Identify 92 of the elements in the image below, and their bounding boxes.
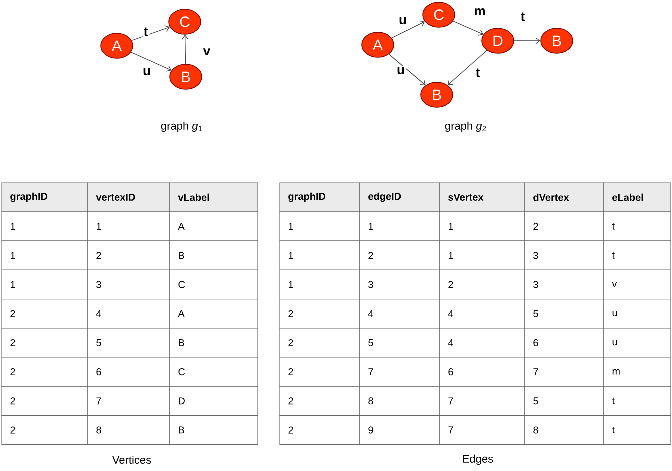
arrow [392, 20, 426, 38]
table-cell: B [170, 328, 258, 358]
table-cell: 7 [524, 357, 604, 387]
table-cell: 1 [2, 240, 88, 270]
header-cell: graphID [2, 182, 88, 212]
table-cell: 1 [88, 212, 170, 242]
table-cell: 1 [360, 212, 440, 242]
table-cell: 1 [2, 270, 88, 300]
table-cell: m [604, 357, 672, 387]
table-cell: 6 [524, 328, 604, 358]
header-cell: vLabel [170, 182, 258, 212]
table-cell: u [604, 299, 672, 329]
table-cell: 2 [280, 386, 360, 416]
arrow [182, 34, 189, 64]
table-cell: 1 [2, 212, 88, 242]
table-cell: 5 [88, 328, 170, 358]
table-cell: t [604, 212, 672, 242]
arrow [388, 54, 426, 86]
table-cell: A [170, 299, 258, 329]
table-cell: 6 [88, 357, 170, 387]
table-cell: D [170, 386, 258, 416]
table-cell: 2 [2, 415, 88, 446]
edge-label: u [142, 68, 152, 76]
table-cell: 1 [280, 270, 360, 300]
table-cell: 3 [524, 240, 604, 270]
table-cell: 8 [524, 415, 604, 446]
header-cell: edgeID [360, 182, 440, 212]
edge-label: u [398, 16, 408, 26]
table-caption: Vertices [112, 456, 152, 464]
table-caption: Edges [463, 454, 494, 466]
header-cell: dVertex [524, 182, 604, 212]
table-cell: 3 [88, 270, 170, 300]
table-cell: A [170, 212, 258, 242]
header-cell: graphID [280, 182, 360, 212]
header-cell: eLabel [604, 182, 672, 212]
table-cell: 2 [280, 328, 360, 358]
table-cell: 7 [88, 386, 170, 416]
table-cell: 1 [280, 240, 360, 270]
table-cell: 7 [440, 386, 526, 416]
table-cell: 5 [524, 299, 604, 329]
table-cell: 1 [440, 212, 526, 242]
table-cell: 2 [2, 299, 88, 329]
arrow [514, 38, 541, 44]
table-cell: 8 [360, 386, 440, 416]
table-cell: v [604, 270, 672, 300]
table-cell: 4 [440, 328, 526, 358]
arrow [130, 52, 172, 72]
table-cell: 5 [360, 328, 440, 358]
table-cell: 5 [524, 386, 604, 416]
table-cell: 1 [280, 212, 360, 242]
edge-label: t [474, 68, 482, 78]
table-cell: 3 [524, 270, 604, 300]
table-cell: 4 [88, 299, 170, 329]
graph-caption: graph g$_{2}$ [445, 122, 486, 132]
table-cell: 4 [360, 299, 440, 329]
table-cell: 7 [360, 357, 440, 387]
arrow [448, 50, 488, 86]
edge-label: u [396, 66, 406, 76]
table-cell: 2 [88, 240, 170, 270]
table-cell: 2 [2, 328, 88, 358]
table-cell: 2 [524, 212, 604, 242]
table-cell: t [604, 240, 672, 270]
table-cell: 9 [360, 415, 440, 446]
table-cell: 4 [440, 299, 526, 329]
table-cell: B [170, 240, 258, 270]
edge-label: m [473, 8, 487, 16]
graph-caption: graph g$_{1}$ [161, 122, 202, 132]
table-cell: 6 [440, 357, 526, 387]
edge-label: t [520, 12, 526, 22]
table-cell: 2 [2, 357, 88, 387]
table-cell: 2 [280, 299, 360, 329]
table-cell: t [604, 415, 672, 446]
table-cell: B [170, 415, 258, 446]
arrow [452, 20, 484, 36]
table-cell: 2 [360, 240, 440, 270]
table-cell: t [604, 386, 672, 416]
edge-label: t [142, 26, 150, 38]
table-cell: 2 [440, 270, 526, 300]
table-cell: 2 [2, 386, 88, 416]
table-cell: 2 [280, 357, 360, 387]
table-cell: 7 [440, 415, 526, 446]
header-cell: vertexID [88, 182, 170, 212]
arrow [132, 26, 170, 42]
edge-label: v [202, 48, 212, 56]
table-cell: C [170, 270, 258, 300]
header-cell: sVertex [440, 182, 526, 212]
table-cell: 2 [280, 415, 360, 446]
table-cell: C [170, 357, 258, 387]
table-cell: 1 [440, 240, 526, 270]
table-cell: 3 [360, 270, 440, 300]
table-cell: u [604, 328, 672, 358]
table-cell: 8 [88, 415, 170, 446]
